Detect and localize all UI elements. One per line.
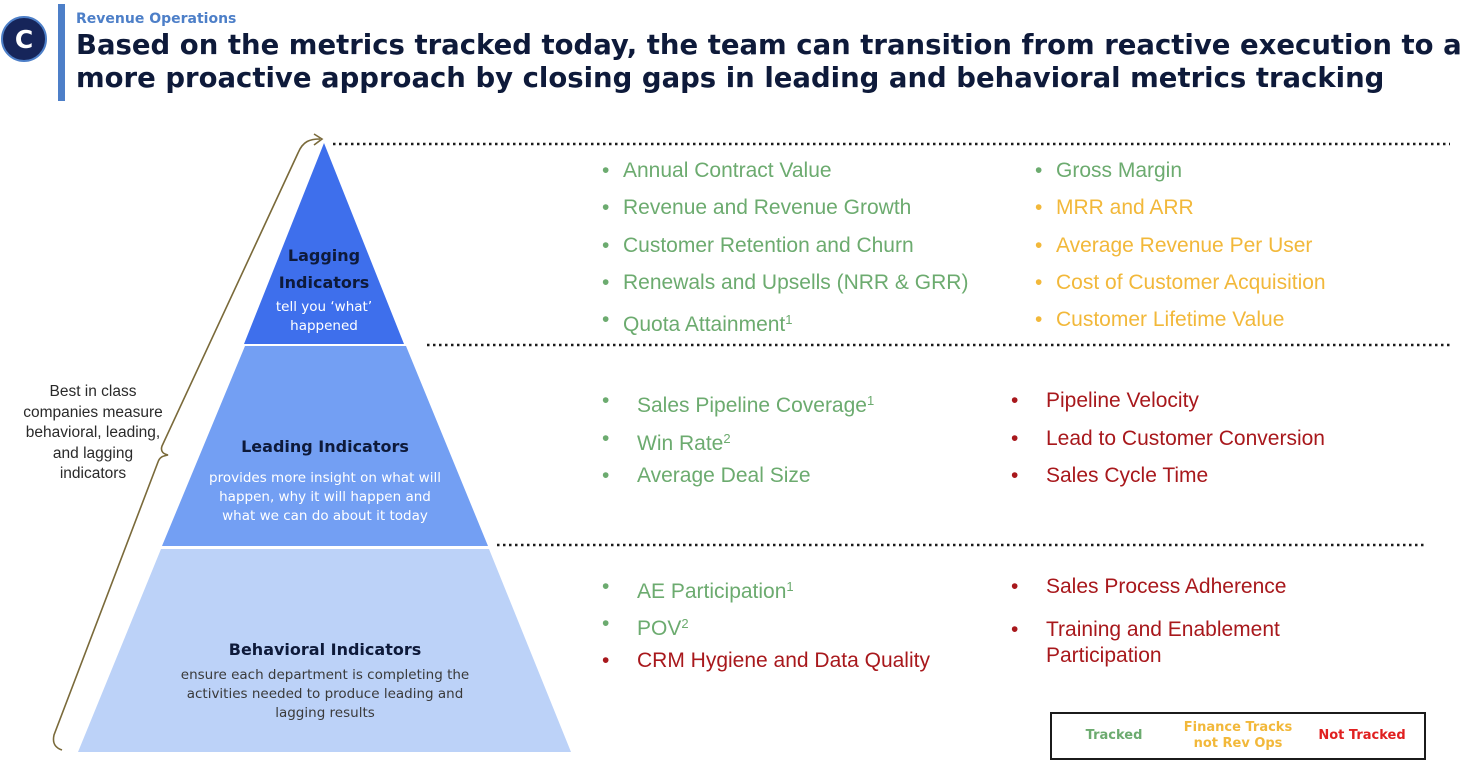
bullet-dot: • bbox=[602, 234, 610, 257]
footnote-marker: 1 bbox=[786, 579, 794, 594]
page-title-line-2: more proactive approach by closing gaps … bbox=[76, 62, 1385, 94]
side-note-line: Best in class bbox=[49, 383, 137, 400]
metric-label: Annual Contract Value bbox=[623, 159, 832, 182]
bullet-dot: • bbox=[602, 271, 610, 294]
bullet-dot: • bbox=[1011, 464, 1019, 487]
bullet-dot: • bbox=[602, 159, 610, 182]
side-note-line: companies measure bbox=[23, 403, 163, 421]
bullet-dot: • bbox=[602, 612, 610, 635]
lagging-title-line-1: Lagging bbox=[287, 246, 361, 265]
bullet-dot: • bbox=[1011, 575, 1019, 598]
bullet-dot: • bbox=[602, 427, 610, 450]
side-note-line: behavioral, leading, bbox=[25, 424, 161, 441]
brace-arrow bbox=[52, 138, 321, 751]
lagging-title-line-2: Indicators bbox=[278, 273, 370, 292]
bullet-dot: • bbox=[1035, 234, 1043, 257]
leading-description-line: what we can do about it today bbox=[222, 508, 428, 524]
legend-not-tracked: Not Tracked bbox=[1318, 728, 1406, 743]
bullet-dot: • bbox=[1035, 308, 1043, 331]
metric-label: Average Deal Size bbox=[637, 464, 811, 487]
leading-description-line: provides more insight on what will bbox=[209, 470, 441, 486]
lagging-description-line: tell you ‘what’ bbox=[275, 299, 373, 315]
metric-label: Sales Process Adherence bbox=[1046, 575, 1287, 598]
footnote-marker: 2 bbox=[723, 431, 731, 446]
metric-training-enablement: • Training and Enablement Participation bbox=[1011, 617, 1331, 671]
header-accent-bar bbox=[58, 4, 65, 101]
metric-label: Pipeline Velocity bbox=[1046, 389, 1199, 412]
bullet-dot: • bbox=[602, 575, 610, 598]
footnote-marker: 1 bbox=[785, 312, 793, 327]
arrow-head-icon bbox=[313, 133, 324, 146]
lagging-title: Lagging Indicators bbox=[244, 242, 404, 296]
metric-label: Lead to Customer Conversion bbox=[1046, 427, 1325, 450]
metric-label: Quota Attainment1 bbox=[623, 312, 793, 336]
behavioral-description-line: activities needed to produce leading and bbox=[186, 686, 464, 702]
status-legend: Tracked Finance Tracks not Rev Ops Not T… bbox=[1050, 712, 1426, 760]
leading-description-line: happen, why it will happen and bbox=[219, 489, 431, 505]
bullet-dot: • bbox=[1011, 389, 1019, 412]
pyramid-tier-leading bbox=[162, 346, 488, 546]
lagging-description: tell you ‘what’ happened bbox=[244, 298, 404, 336]
leading-description: provides more insight on what will happe… bbox=[162, 469, 488, 526]
section-badge: C bbox=[1, 16, 47, 62]
bullet-dot: • bbox=[1011, 427, 1019, 450]
metric-label: Customer Retention and Churn bbox=[623, 234, 914, 257]
page-title-line-1: Based on the metrics tracked today, the … bbox=[76, 29, 1460, 61]
leading-title: Leading Indicators bbox=[241, 437, 409, 456]
bullet-dot: • bbox=[602, 464, 610, 487]
metric-label: POV2 bbox=[637, 616, 689, 640]
legend-finance-tracks: Finance Tracks not Rev Ops bbox=[1176, 720, 1300, 752]
metric-label: Sales Pipeline Coverage1 bbox=[637, 393, 875, 417]
metric-label: AE Participation1 bbox=[637, 579, 794, 603]
metric-label: Average Revenue Per User bbox=[1056, 234, 1313, 257]
side-note-line: and lagging bbox=[52, 444, 134, 462]
footnote-marker: 2 bbox=[681, 616, 689, 631]
metric-label: Sales Cycle Time bbox=[1046, 464, 1209, 487]
behavioral-description: ensure each department is completing the… bbox=[80, 666, 570, 723]
metric-label: Gross Margin bbox=[1056, 159, 1183, 182]
metric-label: CRM Hygiene and Data Quality bbox=[637, 649, 930, 672]
metric-label: Cost of Customer Acquisition bbox=[1056, 271, 1326, 294]
metric-label: Training and Enablement Participation bbox=[1046, 618, 1280, 667]
side-note: Best in class companies measure behavior… bbox=[10, 382, 176, 485]
footnote-marker: 1 bbox=[866, 393, 875, 408]
bullet-dot: • bbox=[1035, 271, 1043, 294]
behavioral-description-line: ensure each department is completing the bbox=[180, 667, 470, 683]
pyramid-tier-behavioral bbox=[78, 549, 571, 752]
metric-label: Win Rate2 bbox=[637, 431, 731, 455]
behavioral-title: Behavioral Indicators bbox=[228, 640, 422, 659]
metric-label: Renewals and Upsells (NRR & GRR) bbox=[623, 271, 969, 294]
bullet-dot: • bbox=[1011, 618, 1019, 641]
pyramid-tier-lagging bbox=[244, 143, 404, 344]
bullet-dot: • bbox=[602, 649, 610, 672]
page-title: Based on the metrics tracked today, the … bbox=[76, 29, 1460, 95]
metric-label: Customer Lifetime Value bbox=[1056, 308, 1285, 331]
legend-finance-line: Finance Tracks bbox=[1183, 720, 1293, 735]
bullet-dot: • bbox=[602, 196, 610, 219]
behavioral-description-line: lagging results bbox=[275, 705, 375, 721]
bullet-dot: • bbox=[602, 389, 610, 412]
side-note-line: indicators bbox=[59, 465, 127, 482]
eyebrow-label: Revenue Operations bbox=[76, 11, 237, 27]
bullet-dot: • bbox=[602, 308, 610, 331]
bullet-dot: • bbox=[1035, 159, 1043, 182]
legend-tracked: Tracked bbox=[1085, 728, 1143, 743]
bullet-dot: • bbox=[1035, 196, 1043, 219]
metric-label: Revenue and Revenue Growth bbox=[623, 196, 912, 219]
legend-finance-line: not Rev Ops bbox=[1193, 736, 1283, 751]
lagging-description-line: happened bbox=[290, 318, 358, 334]
metric-label: MRR and ARR bbox=[1056, 196, 1194, 219]
